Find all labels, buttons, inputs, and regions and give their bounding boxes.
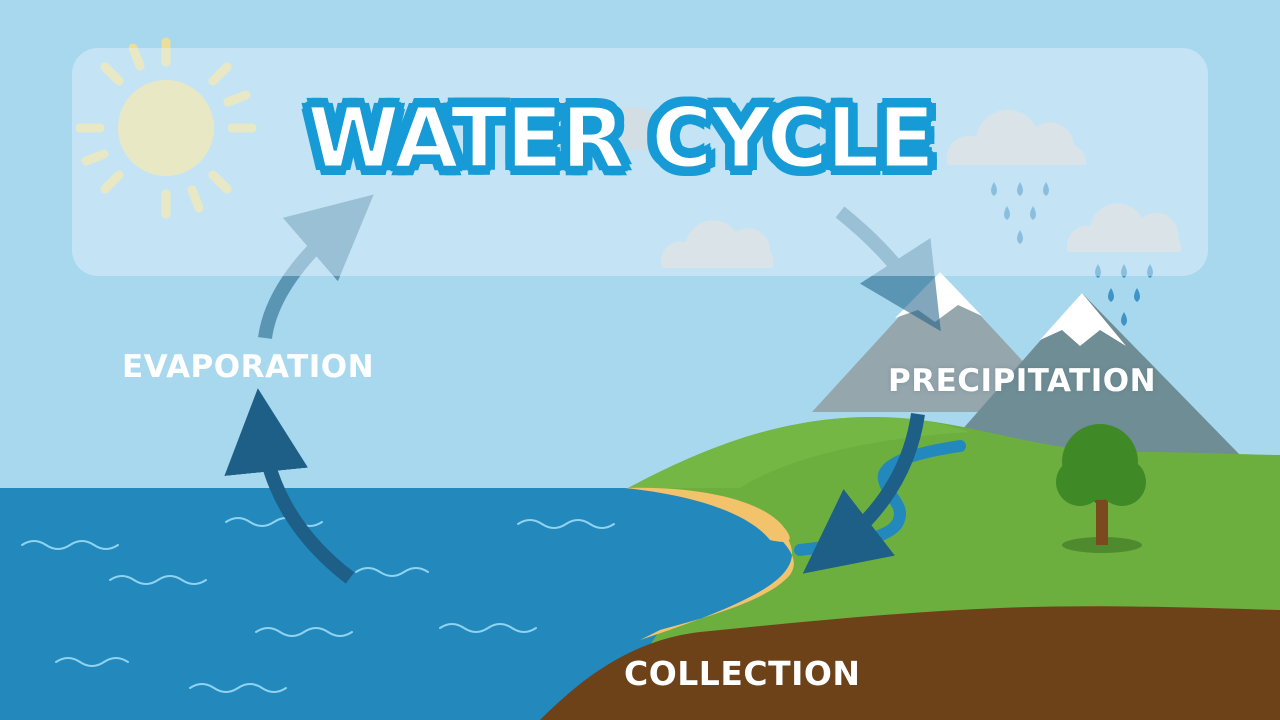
mountain-icon — [940, 293, 1240, 455]
cloud-icon — [660, 220, 774, 268]
waves — [21, 517, 615, 693]
beach-sand-upper — [625, 487, 790, 542]
rain-drop-icon — [991, 182, 1153, 326]
grassland-highlight — [628, 416, 970, 488]
collection-label: COLLECTION — [624, 654, 861, 693]
soil — [540, 606, 1280, 720]
cloud-icon — [946, 109, 1087, 165]
precipitation-label: PRECIPITATION — [888, 363, 1157, 399]
page-title: WATER CYCLE — [305, 89, 936, 187]
sea — [0, 488, 794, 720]
cloud-icon — [1067, 203, 1181, 252]
tree-icon — [1056, 424, 1146, 553]
evaporation-label: EVAPORATION — [122, 349, 375, 385]
title-banner — [72, 48, 1208, 276]
cycle-arrow-icon — [224, 194, 941, 584]
sun-icon — [75, 37, 257, 219]
cloud-icon — [571, 101, 663, 150]
